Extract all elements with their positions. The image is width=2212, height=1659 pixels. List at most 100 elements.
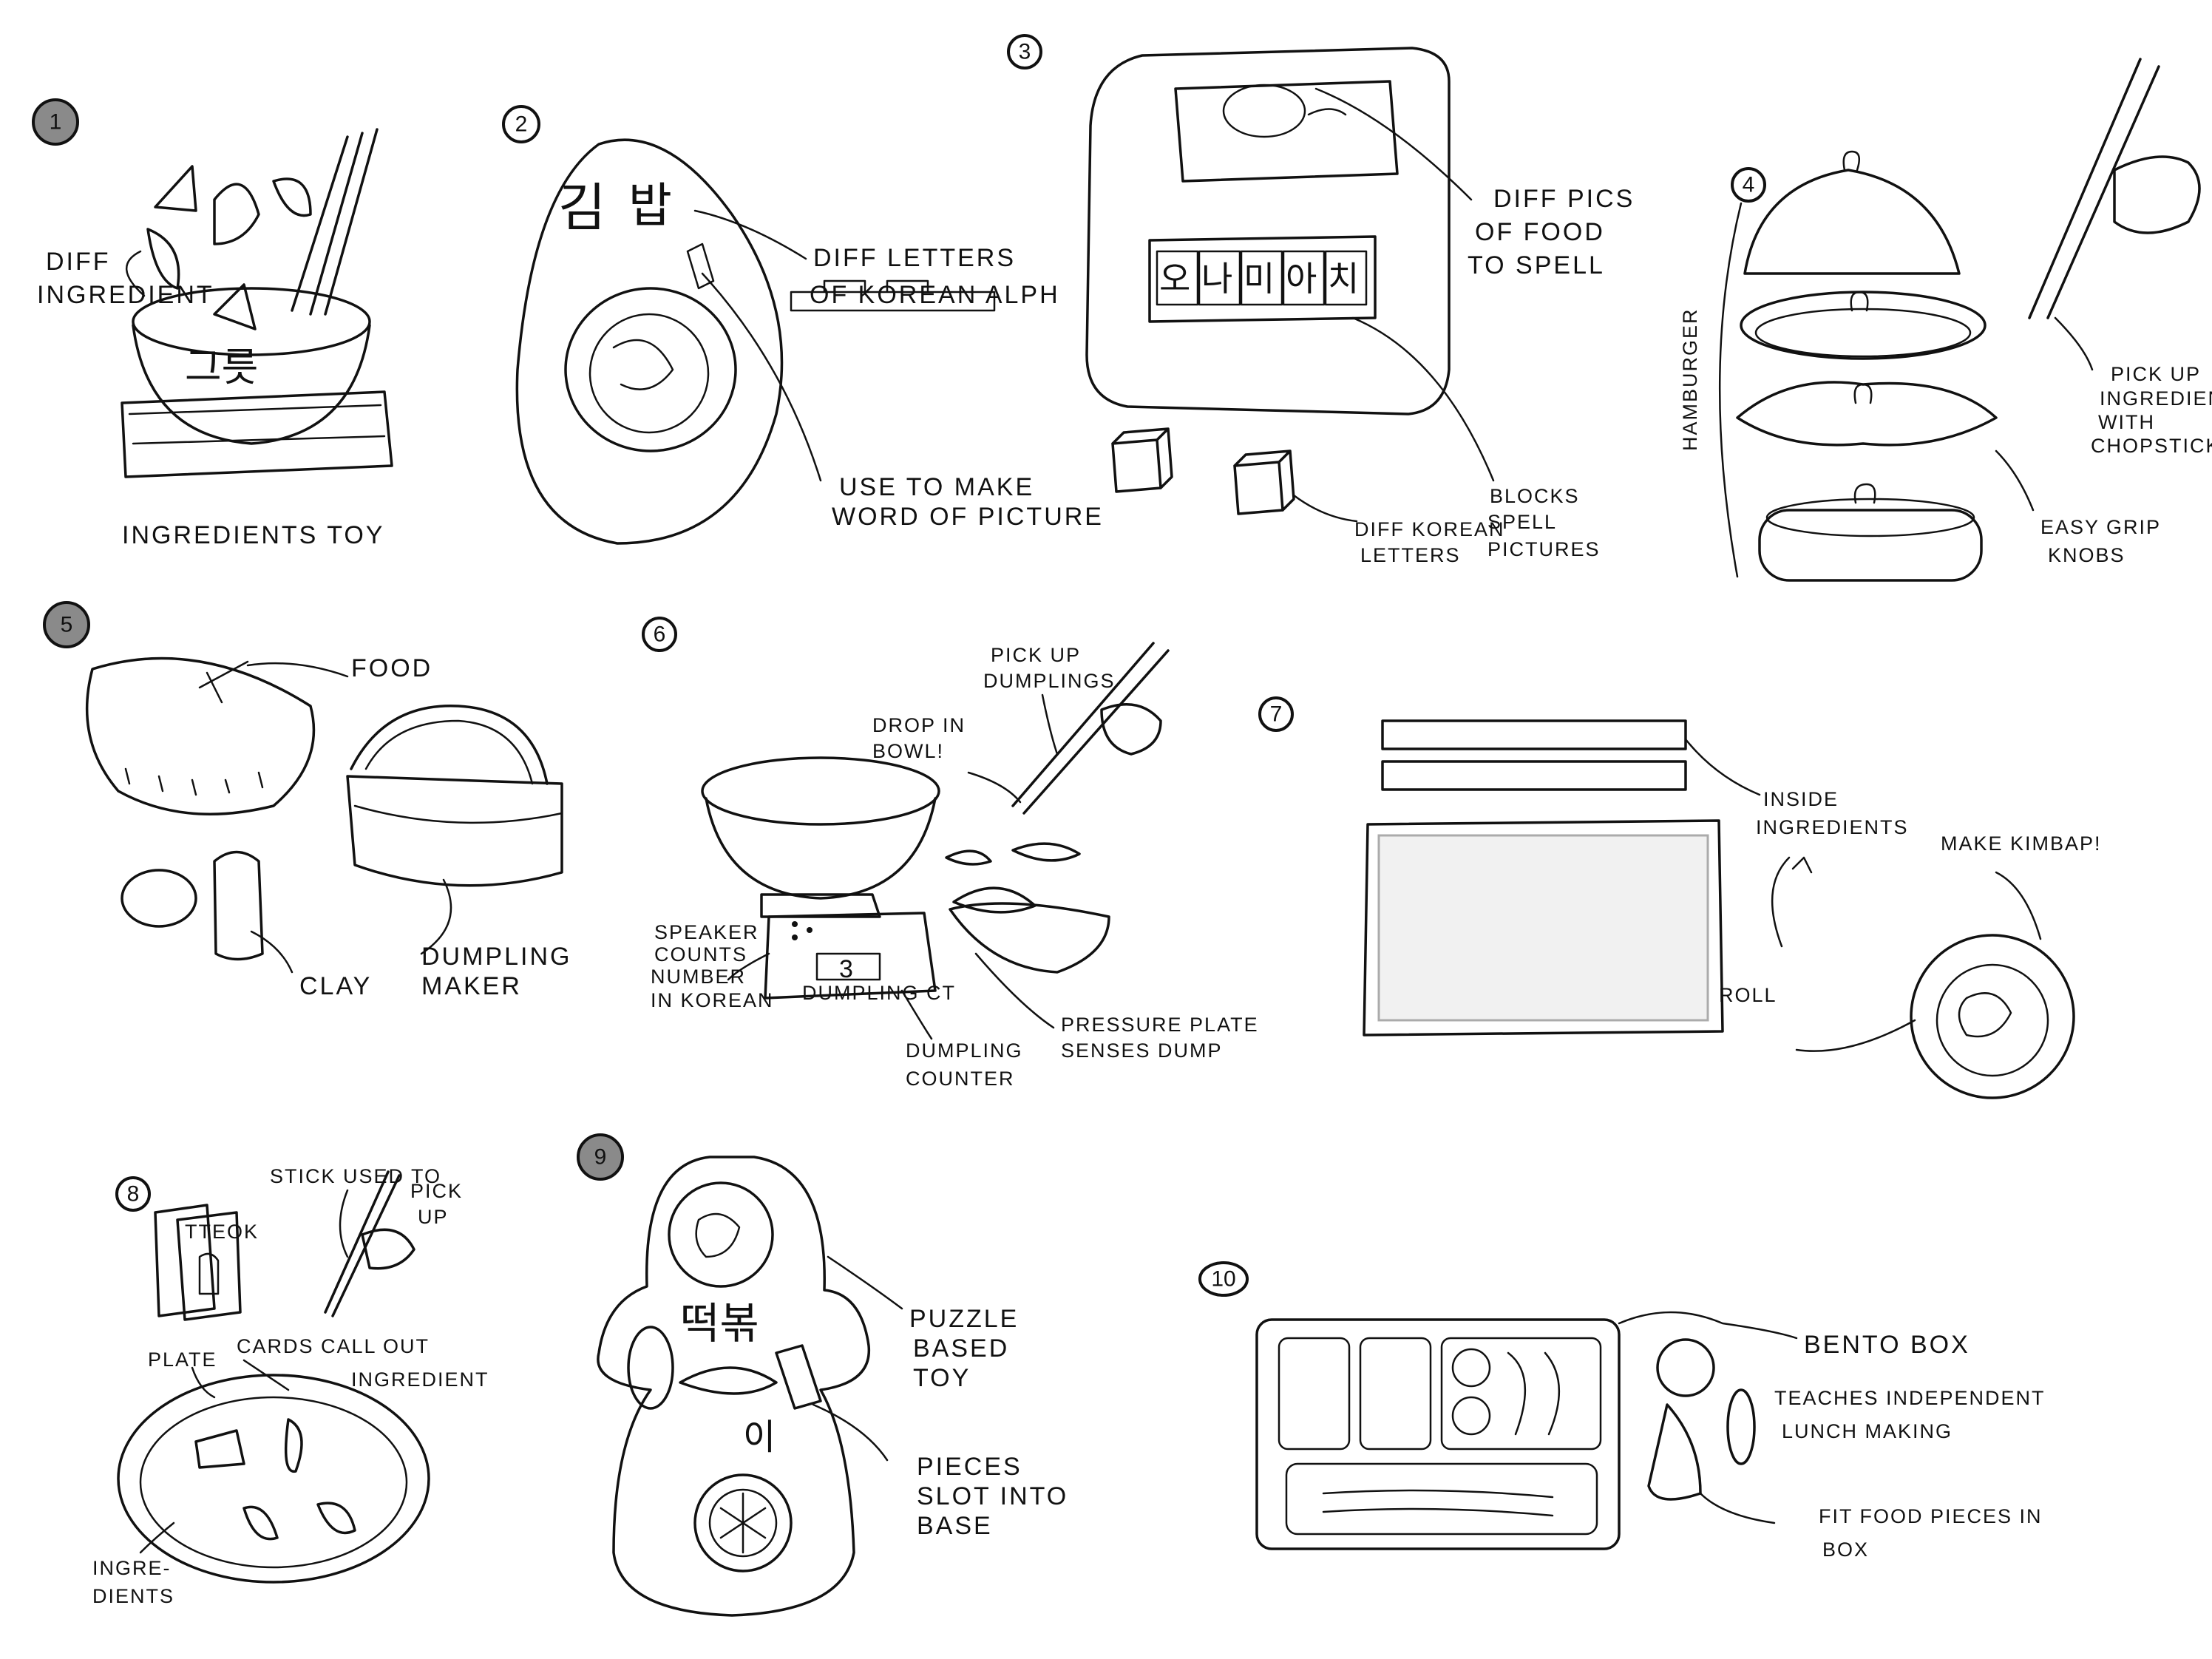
food-piece-sketch xyxy=(1726,1388,1756,1465)
concept-2: 2 김 밥 DIFF LETTERS OF KOREAN ALPH USE TO… xyxy=(502,105,1104,545)
bento-compartment-sketch xyxy=(1278,1337,1351,1451)
letter-slot-sketch xyxy=(686,242,715,290)
label-base: BASE xyxy=(917,1512,993,1540)
concept-number: 1 xyxy=(50,110,62,135)
ingredient-piece-sketch xyxy=(146,228,180,290)
concept-number-badge xyxy=(502,105,540,143)
bowl-korean-label: 그릇 xyxy=(185,344,258,390)
block-letter: 오 xyxy=(1159,259,1190,299)
letter-slots-sketch xyxy=(1148,235,1377,323)
food-piece-sketch xyxy=(1656,1338,1715,1397)
label-hamburger: HAMBURGER xyxy=(1679,308,1701,451)
ingredient-piece-sketch xyxy=(154,165,197,212)
ingredient-piece-sketch xyxy=(242,1505,279,1541)
label-spell: SPELL xyxy=(1487,511,1557,533)
label-word-of-picture: WORD OF PICTURE xyxy=(832,503,1104,531)
label-ingredients: INGREDIENTS xyxy=(1756,816,1909,838)
food-piece-sketch xyxy=(1647,1403,1702,1501)
bento-compartment-sketch xyxy=(1285,1462,1598,1536)
block-letter: 미 xyxy=(1244,259,1275,299)
label-inside: INSIDE xyxy=(1763,788,1839,810)
ingredient-piece-sketch xyxy=(194,1429,245,1469)
label-diff-letters: DIFF LETTERS xyxy=(813,244,1016,272)
label-diff: DIFF xyxy=(46,248,111,276)
concept-9: 9 떡볶 이 PUZZLE BASED TOY PIECES SLOT INTO… xyxy=(577,1133,1066,1617)
bowl-body-sketch xyxy=(705,797,937,900)
pressure-plate-sketch xyxy=(949,902,1110,974)
ingredient-strip-sketch xyxy=(1381,719,1687,750)
hand-sketch xyxy=(1100,703,1162,756)
label-fit-food: FIT FOOD PIECES IN xyxy=(1819,1505,2043,1527)
bun-top-sketch xyxy=(1743,169,1961,275)
label-food: FOOD xyxy=(351,654,432,682)
label-clay: CLAY xyxy=(299,972,372,1000)
hand-sketch xyxy=(361,1228,415,1270)
concept-number: 7 xyxy=(1270,702,1283,727)
kimbap-slice-sketch xyxy=(1910,934,2075,1099)
label-bowl: BOWL! xyxy=(872,740,944,762)
label-easy-grip: EASY GRIP xyxy=(2040,516,2161,538)
counter-display-sketch xyxy=(815,952,881,981)
scale-base-sketch xyxy=(764,912,937,1000)
ingredient-card-sketch xyxy=(176,1211,242,1321)
puzzle-piece-sketch xyxy=(775,1344,822,1410)
concept-8: 8 TTEOK STICK USED TO PICK UP PLATE CARD… xyxy=(92,1165,488,1607)
lettuce-sketch xyxy=(1736,381,1998,447)
label-pick-up: PICK UP xyxy=(2111,363,2201,385)
label-senses-dump: SENSES DUMP xyxy=(1061,1039,1223,1062)
food-picture-screen-sketch xyxy=(1174,80,1399,183)
concept-4: 4 HAMBURGER PICK UP INGREDIENTS WITH CHO… xyxy=(1679,58,2212,582)
dumpling-maker-base-sketch xyxy=(346,775,563,887)
concept-number: 2 xyxy=(515,112,528,137)
label-lunch-making: LUNCH MAKING xyxy=(1782,1420,1953,1442)
concept-number: 8 xyxy=(127,1182,140,1207)
puzzle-slot-top-sketch xyxy=(668,1181,774,1288)
ingredient-piece-sketch xyxy=(316,1502,356,1535)
dumpling-piece-sketch xyxy=(945,849,992,866)
label-knobs: KNOBS xyxy=(2048,544,2126,566)
avocado-shell-sketch xyxy=(515,138,784,545)
avocado-pit-sketch xyxy=(564,287,737,452)
bento-compartment-sketch xyxy=(1440,1337,1602,1451)
ingredient-piece-sketch xyxy=(272,177,312,217)
concept-number-badge xyxy=(1198,1261,1249,1297)
label-pressure-plate: PRESSURE PLATE xyxy=(1061,1014,1259,1036)
concept-1: 1 그릇 DIFF INGREDIENT INGREDIENTS TOY xyxy=(32,98,393,549)
ingredient-piece-sketch xyxy=(284,1418,303,1473)
hand-sketch xyxy=(2113,155,2201,234)
dumpling-piece-sketch xyxy=(952,886,1037,914)
label-to-spell: TO SPELL xyxy=(1468,251,1605,279)
concept-10: 10 BENTO BOX TEACHES INDEPENDENT LUNCH M… xyxy=(1198,1261,2044,1561)
block-letter: 아 xyxy=(1286,259,1317,299)
label-up: UP xyxy=(418,1206,449,1228)
concept-number: 3 xyxy=(1019,40,1031,64)
bowl-body-sketch xyxy=(132,324,371,445)
patty-sketch xyxy=(1740,291,1987,360)
label-plate: PLATE xyxy=(148,1348,217,1371)
device-body-sketch xyxy=(1085,47,1451,415)
puzzle-piece-sketch xyxy=(627,1326,674,1410)
letter-tray-sketch xyxy=(790,279,996,312)
label-box: BOX xyxy=(1822,1538,1869,1561)
label-pieces: PIECES xyxy=(917,1453,1022,1481)
puzzle-korean-label: 떡볶 xyxy=(680,1298,759,1348)
concept-number-badge xyxy=(1731,167,1766,203)
puzzle-base-sketch xyxy=(597,1156,871,1617)
bento-box-sketch xyxy=(1255,1318,1621,1550)
pick-stick-sketch xyxy=(324,1170,401,1317)
concept-number: 5 xyxy=(61,613,73,637)
concept-3: 3 오 나 미 아 치 DIFF PICS OF FOOD TO SPELL B… xyxy=(1007,34,1632,566)
label-pick-up: PICK UP xyxy=(991,644,1081,666)
concept-number-badge xyxy=(115,1176,151,1212)
label-dumpling-ct: DUMPLING CT xyxy=(802,982,956,1004)
clay-disc-sketch xyxy=(121,869,197,928)
letter-cube-sketch xyxy=(1111,427,1173,493)
label-maker: MAKER xyxy=(421,972,522,1000)
concept-5: 5 FOOD CLAY DUMPLING MAKER xyxy=(43,601,569,1000)
concept-number: 9 xyxy=(594,1145,607,1170)
bowl-rim-sketch xyxy=(701,756,940,826)
label-with: WITH xyxy=(2098,411,2155,433)
label-ingredients: INGREDIENTS xyxy=(2100,387,2212,410)
puzzle-slot-bottom-sketch xyxy=(693,1473,793,1573)
